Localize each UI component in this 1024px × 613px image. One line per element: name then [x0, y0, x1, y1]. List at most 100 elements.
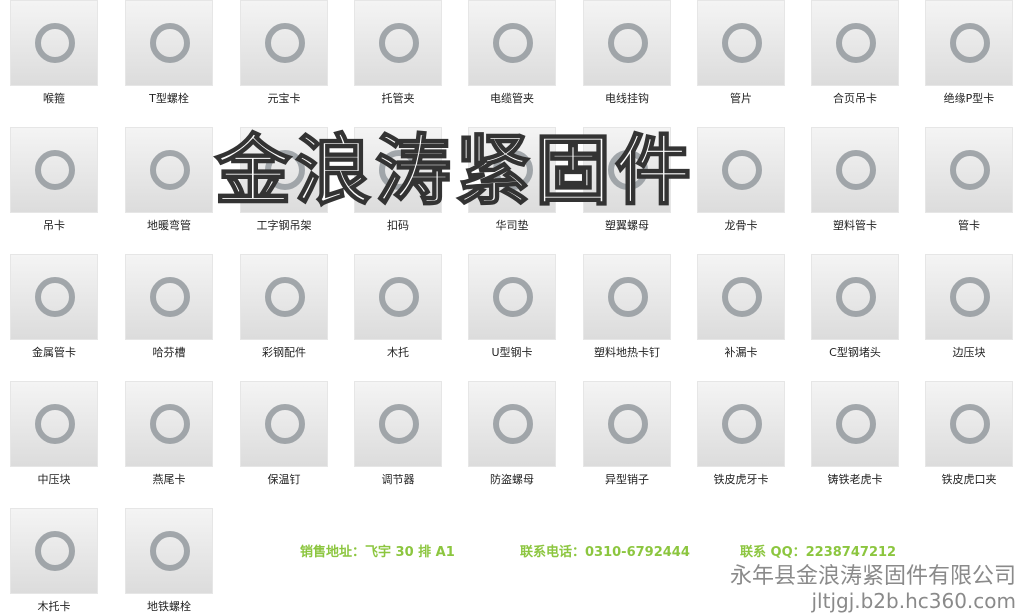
product-label[interactable]: 木托卡 [37, 600, 71, 613]
website[interactable]: jltjgj.b2b.hc360.com [811, 589, 1016, 613]
product-item[interactable]: C型钢堵头 [811, 254, 899, 359]
product-label[interactable]: 彩钢配件 [262, 346, 306, 359]
product-image[interactable] [925, 0, 1013, 86]
product-item[interactable]: 绝缘P型卡 [925, 0, 1013, 105]
product-label[interactable]: U型钢卡 [491, 346, 533, 359]
product-item[interactable]: 塑料管卡 [811, 127, 899, 232]
product-image[interactable] [811, 0, 899, 86]
product-label[interactable]: 绝缘P型卡 [943, 92, 995, 105]
product-label[interactable]: 托管夹 [381, 92, 415, 105]
product-item[interactable]: 电线挂钩 [583, 0, 671, 105]
product-item[interactable]: 电缆管夹 [468, 0, 556, 105]
product-image[interactable] [583, 254, 671, 340]
product-image[interactable] [468, 254, 556, 340]
product-image[interactable] [125, 0, 213, 86]
product-item[interactable]: 调节器 [354, 381, 442, 486]
product-image[interactable] [10, 127, 98, 213]
product-label[interactable]: 边压块 [952, 346, 986, 359]
product-image[interactable] [10, 254, 98, 340]
product-item[interactable]: T型螺栓 [125, 0, 213, 105]
product-label[interactable]: 华司垫 [495, 219, 529, 232]
product-item[interactable]: 管片 [697, 0, 785, 105]
product-label[interactable]: 工字钢吊架 [256, 219, 312, 232]
product-label[interactable]: 塑料管卡 [833, 219, 877, 232]
product-item[interactable]: 扣码 [354, 127, 442, 232]
product-label[interactable]: 中压块 [37, 473, 71, 486]
product-item[interactable]: 防盗螺母 [468, 381, 556, 486]
product-item[interactable]: U型钢卡 [468, 254, 556, 359]
product-label[interactable]: 扣码 [387, 219, 409, 232]
product-label[interactable]: 防盗螺母 [490, 473, 534, 486]
product-image[interactable] [583, 381, 671, 467]
product-label[interactable]: 塑翼螺母 [605, 219, 649, 232]
product-label[interactable]: 燕尾卡 [152, 473, 186, 486]
product-label[interactable]: C型钢堵头 [829, 346, 881, 359]
product-image[interactable] [811, 127, 899, 213]
product-image[interactable] [10, 0, 98, 86]
product-item[interactable]: 工字钢吊架 [240, 127, 328, 232]
product-label[interactable]: 铁皮虎牙卡 [713, 473, 769, 486]
product-label[interactable]: 电线挂钩 [605, 92, 649, 105]
product-item[interactable]: 地铁螺栓 [125, 508, 213, 613]
product-item[interactable]: 管卡 [925, 127, 1013, 232]
product-item[interactable]: 塑翼螺母 [583, 127, 671, 232]
product-image[interactable] [354, 381, 442, 467]
product-item[interactable]: 木托卡 [10, 508, 98, 613]
product-item[interactable]: 华司垫 [468, 127, 556, 232]
product-item[interactable]: 金属管卡 [10, 254, 98, 359]
product-image[interactable] [811, 254, 899, 340]
product-item[interactable]: 龙骨卡 [697, 127, 785, 232]
product-label[interactable]: 铁皮虎口夹 [941, 473, 997, 486]
product-image[interactable] [925, 127, 1013, 213]
product-image[interactable] [240, 381, 328, 467]
product-label[interactable]: 喉箍 [43, 92, 65, 105]
product-image[interactable] [697, 127, 785, 213]
product-item[interactable]: 喉箍 [10, 0, 98, 105]
product-item[interactable]: 吊卡 [10, 127, 98, 232]
product-image[interactable] [125, 508, 213, 594]
product-item[interactable]: 异型销子 [583, 381, 671, 486]
product-label[interactable]: 龙骨卡 [724, 219, 758, 232]
product-label[interactable]: 管卡 [958, 219, 980, 232]
product-item[interactable]: 元宝卡 [240, 0, 328, 105]
product-item[interactable]: 合页吊卡 [811, 0, 899, 105]
product-label[interactable]: T型螺栓 [149, 92, 189, 105]
product-image[interactable] [354, 254, 442, 340]
product-item[interactable]: 托管夹 [354, 0, 442, 105]
product-image[interactable] [240, 127, 328, 213]
product-image[interactable] [468, 127, 556, 213]
product-image[interactable] [925, 254, 1013, 340]
product-image[interactable] [10, 381, 98, 467]
product-image[interactable] [697, 381, 785, 467]
product-label[interactable]: 管片 [730, 92, 752, 105]
product-image[interactable] [583, 0, 671, 86]
product-image[interactable] [354, 127, 442, 213]
product-item[interactable]: 哈芬槽 [125, 254, 213, 359]
product-item[interactable]: 燕尾卡 [125, 381, 213, 486]
product-image[interactable] [125, 127, 213, 213]
product-image[interactable] [125, 381, 213, 467]
product-item[interactable]: 铁皮虎牙卡 [697, 381, 785, 486]
product-label[interactable]: 合页吊卡 [833, 92, 877, 105]
product-item[interactable]: 补漏卡 [697, 254, 785, 359]
product-item[interactable]: 彩钢配件 [240, 254, 328, 359]
product-image[interactable] [697, 0, 785, 86]
product-item[interactable]: 中压块 [10, 381, 98, 486]
product-label[interactable]: 元宝卡 [267, 92, 301, 105]
product-image[interactable] [925, 381, 1013, 467]
product-label[interactable]: 地铁螺栓 [147, 600, 191, 613]
product-label[interactable]: 吊卡 [43, 219, 65, 232]
product-label[interactable]: 哈芬槽 [152, 346, 186, 359]
product-image[interactable] [468, 0, 556, 86]
product-item[interactable]: 塑料地热卡钉 [583, 254, 671, 359]
product-item[interactable]: 边压块 [925, 254, 1013, 359]
product-label[interactable]: 补漏卡 [724, 346, 758, 359]
product-image[interactable] [811, 381, 899, 467]
product-label[interactable]: 木托 [387, 346, 409, 359]
product-item[interactable]: 铸铁老虎卡 [811, 381, 899, 486]
product-label[interactable]: 调节器 [381, 473, 415, 486]
product-item[interactable]: 地暖弯管 [125, 127, 213, 232]
product-image[interactable] [468, 381, 556, 467]
product-label[interactable]: 保温钉 [267, 473, 301, 486]
product-label[interactable]: 铸铁老虎卡 [827, 473, 883, 486]
